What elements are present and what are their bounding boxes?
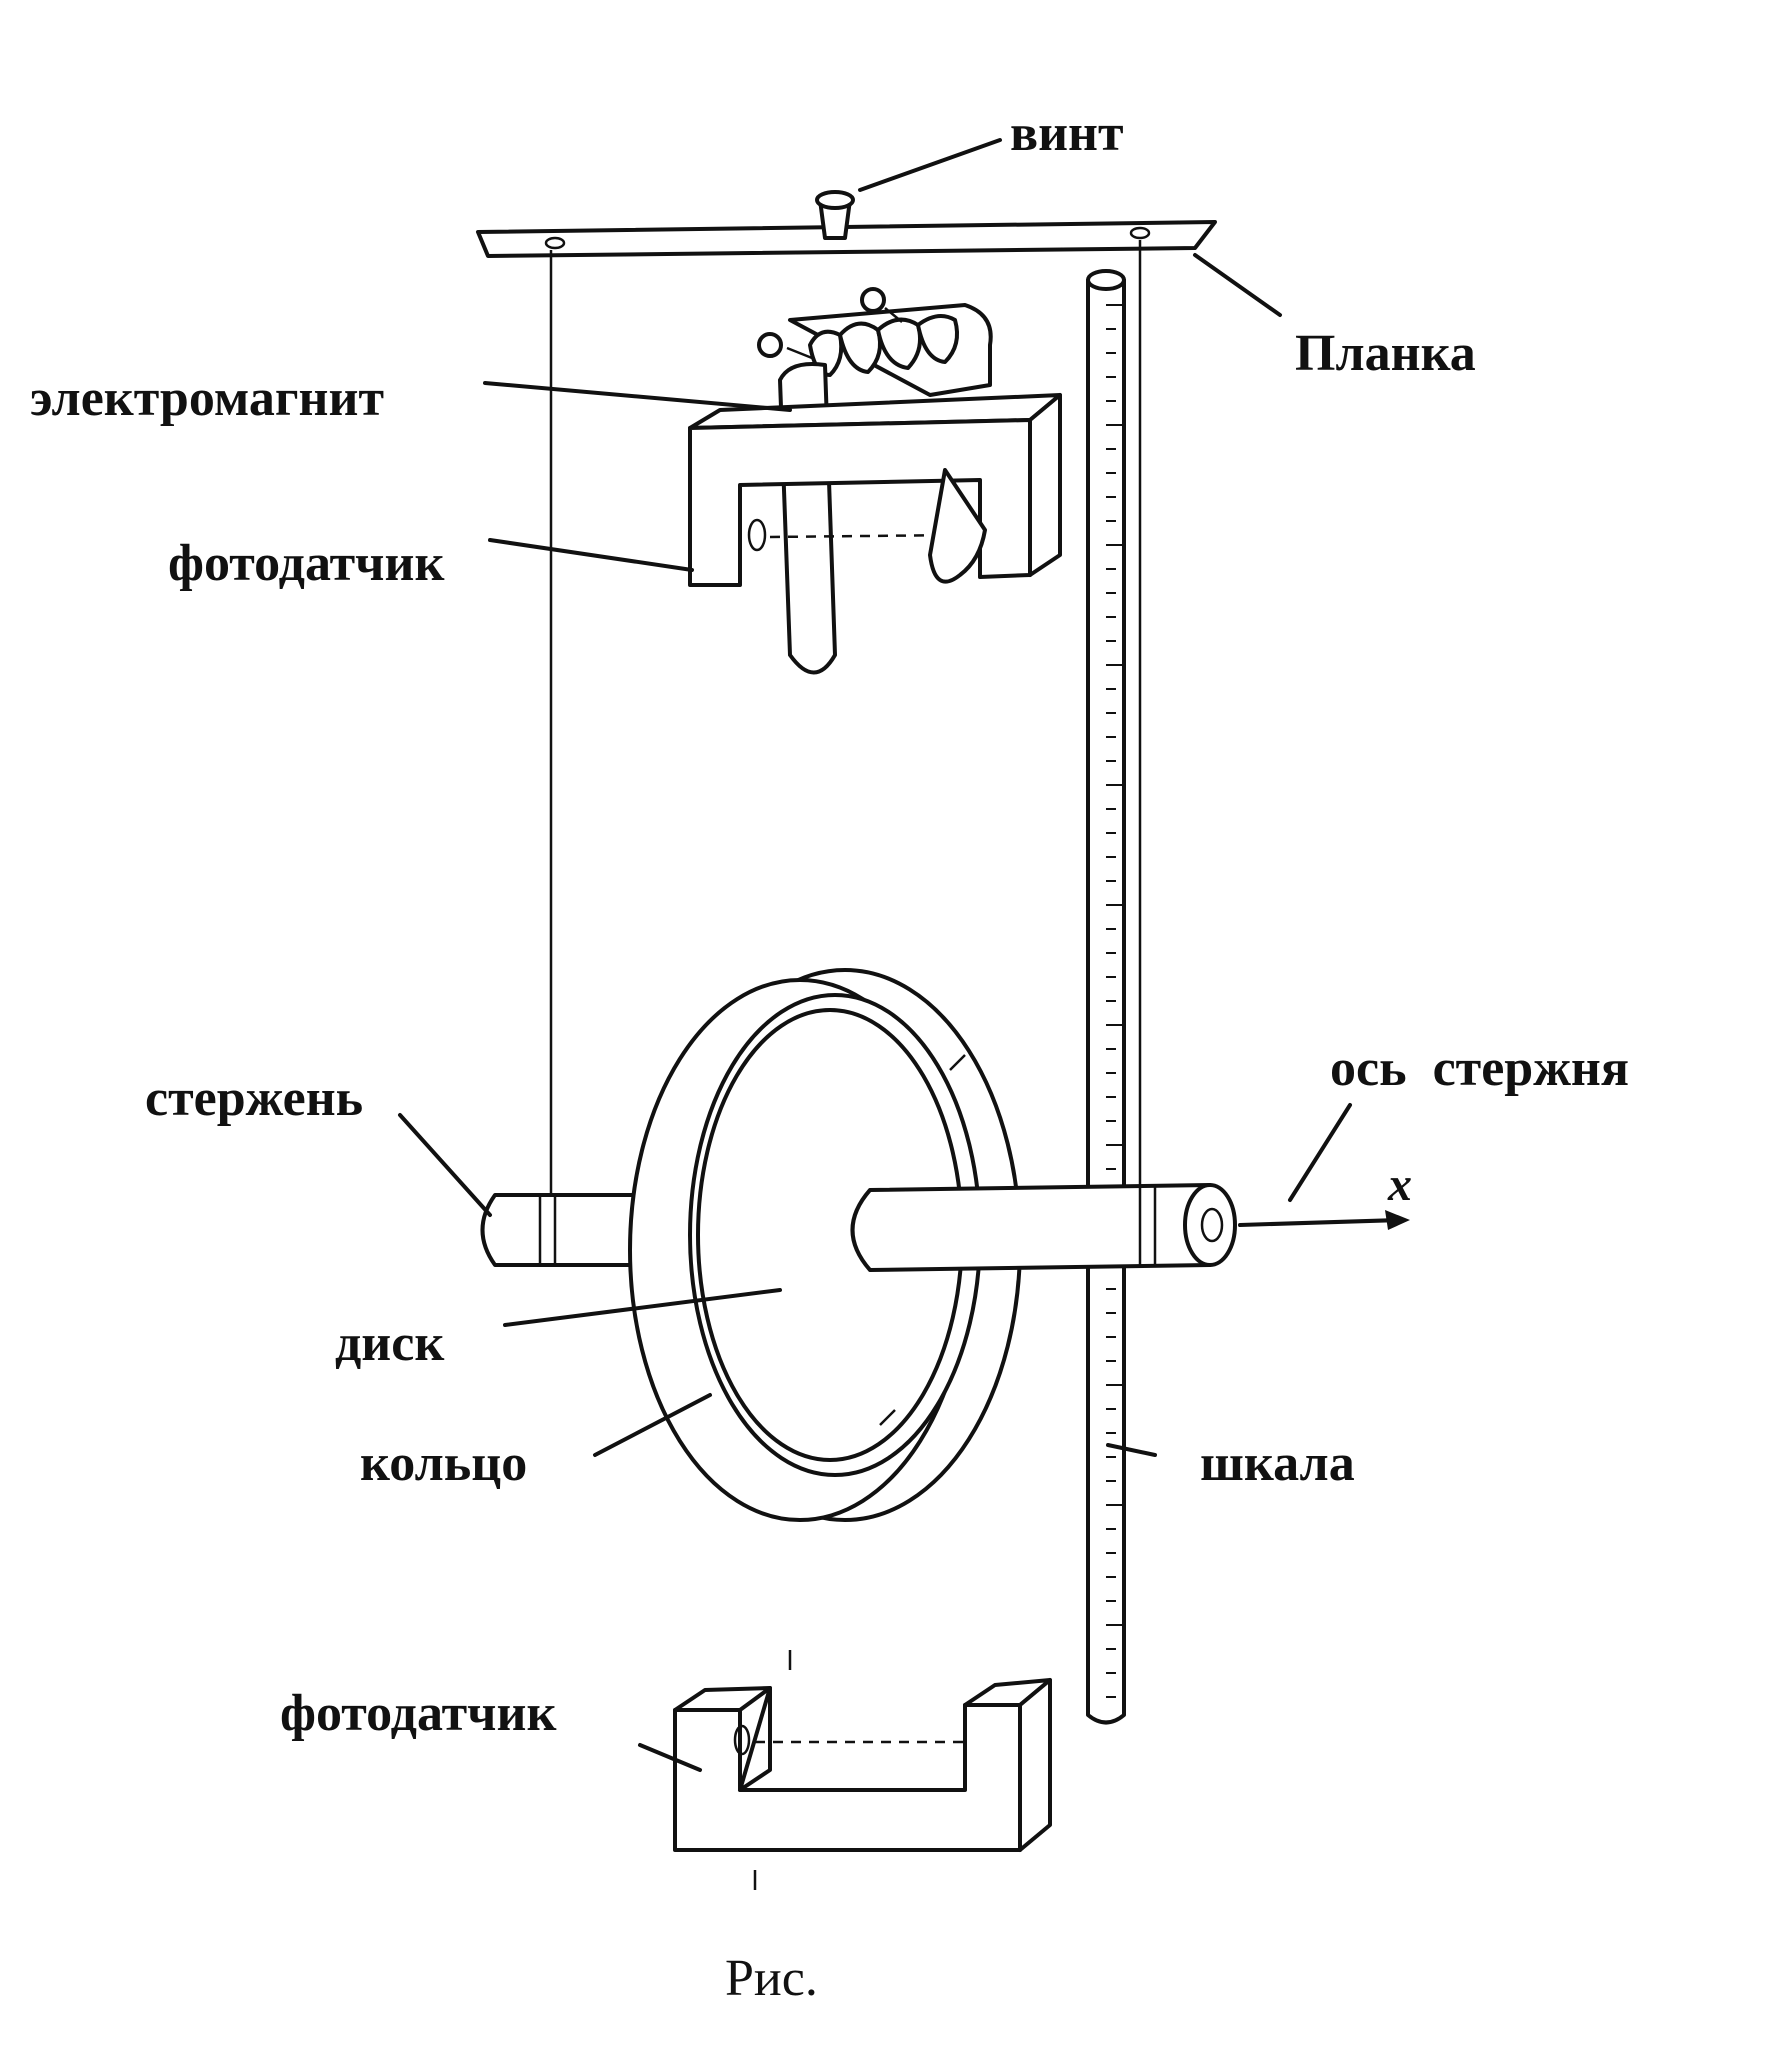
label-screw: винт xyxy=(1010,105,1124,162)
label-photosensor-bottom: фотодатчик xyxy=(280,1685,556,1742)
label-electromagnet: электромагнит xyxy=(30,370,384,427)
label-axis-x: x xyxy=(1387,1158,1412,1211)
leader-screw xyxy=(858,138,1002,192)
leader-photosensor-top xyxy=(488,538,694,572)
label-ring: кольцо xyxy=(360,1435,527,1492)
leader-disk xyxy=(503,1288,782,1327)
leader-scale xyxy=(1106,1443,1157,1457)
leader-plank xyxy=(1193,253,1282,317)
label-photosensor-top: фотодатчик xyxy=(168,535,444,592)
x-axis-arrow xyxy=(1238,1210,1410,1230)
label-rod-axis: ось стержня xyxy=(1330,1040,1629,1097)
label-disk: диск xyxy=(335,1315,444,1372)
label-rod: стержень xyxy=(145,1070,363,1127)
label-plank: Планка xyxy=(1295,325,1476,382)
photosensor-bottom xyxy=(673,1650,1052,1890)
photosensor-top xyxy=(688,393,1062,587)
leader-rod xyxy=(398,1113,492,1217)
rod-right xyxy=(850,1183,1237,1272)
leader-ring xyxy=(593,1393,712,1457)
scale-ticks xyxy=(1106,304,1122,1698)
leader-rod-axis xyxy=(1288,1103,1352,1202)
disk xyxy=(688,993,982,1477)
leader-photosensor-bottom xyxy=(638,1743,702,1772)
screw xyxy=(815,190,855,240)
figure-caption: Рис. xyxy=(725,1950,818,2007)
leader-electromagnet xyxy=(483,381,792,412)
label-scale: шкала xyxy=(1200,1435,1355,1492)
